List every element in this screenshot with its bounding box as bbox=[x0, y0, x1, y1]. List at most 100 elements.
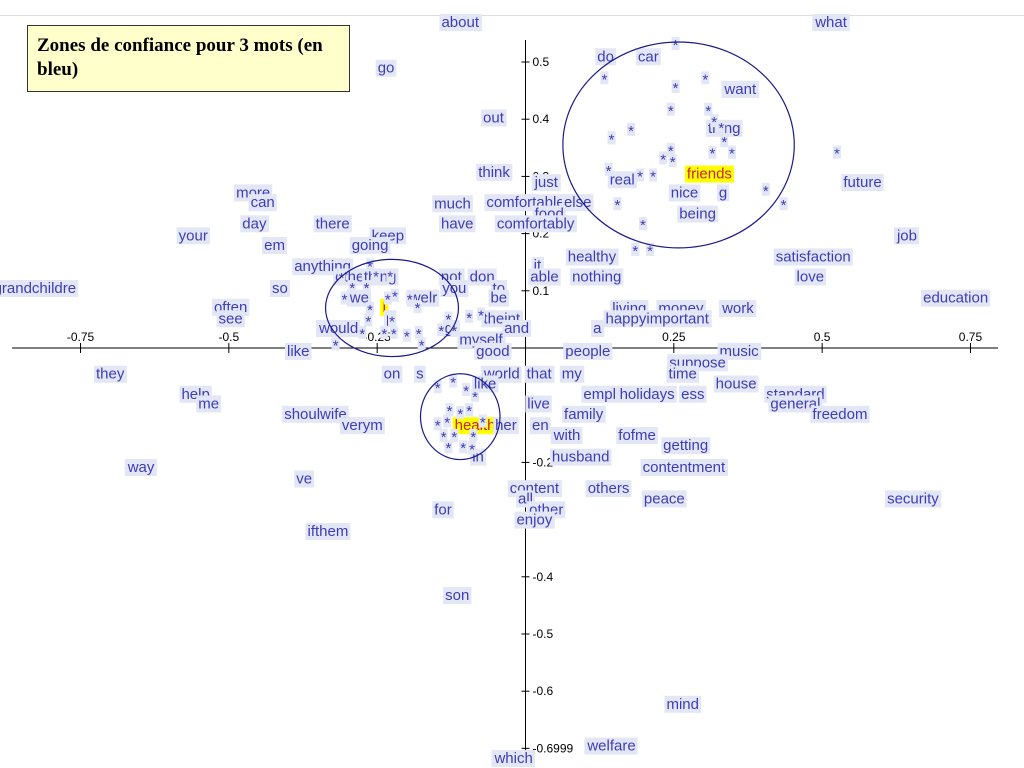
word-background bbox=[474, 342, 512, 360]
word-background bbox=[679, 385, 707, 403]
word-label: able bbox=[528, 268, 561, 286]
point-background bbox=[604, 162, 613, 176]
point-background bbox=[450, 428, 459, 442]
point-background bbox=[627, 122, 636, 136]
point-background bbox=[358, 325, 367, 339]
word-text: live bbox=[527, 395, 550, 412]
point-background bbox=[666, 142, 675, 156]
point-background bbox=[417, 337, 426, 351]
highlighted-word-text: friends bbox=[687, 166, 732, 183]
word-background bbox=[439, 215, 476, 233]
point-marker: * bbox=[469, 441, 475, 458]
word-text: don bbox=[470, 269, 495, 286]
word-background bbox=[240, 215, 269, 233]
word-label: else bbox=[561, 194, 594, 212]
word-background bbox=[491, 750, 535, 768]
word-text: they bbox=[96, 366, 125, 383]
point-background bbox=[465, 403, 474, 417]
point-marker: * bbox=[457, 406, 463, 423]
word-background bbox=[841, 174, 884, 192]
word-label: live bbox=[525, 395, 552, 413]
point-marker: * bbox=[673, 80, 679, 97]
highlight-background bbox=[380, 298, 389, 316]
word-background bbox=[529, 417, 551, 435]
point-background bbox=[607, 131, 616, 145]
word-background bbox=[313, 215, 352, 233]
word-background bbox=[432, 501, 454, 519]
word-background bbox=[562, 405, 606, 423]
word-background bbox=[666, 365, 699, 383]
word-label: shoulwife bbox=[282, 405, 349, 423]
x-tick-label: 0.75 bbox=[959, 330, 983, 344]
point-marker: * bbox=[392, 289, 398, 306]
word-label: me bbox=[196, 395, 222, 413]
word-background bbox=[549, 448, 612, 466]
word-text: go bbox=[378, 60, 395, 77]
chart-title: Zones de confiance pour 3 mots (en bleu) bbox=[37, 35, 323, 80]
word-label: go bbox=[375, 59, 397, 77]
point-marker: * bbox=[407, 292, 413, 309]
word-text: getting bbox=[663, 437, 708, 454]
word-background bbox=[316, 319, 361, 337]
point-marker: * bbox=[466, 310, 472, 327]
word-background bbox=[349, 237, 391, 255]
point-background bbox=[710, 114, 719, 128]
word-text: so bbox=[272, 280, 288, 297]
word-background bbox=[0, 279, 79, 297]
word-label: a bbox=[591, 319, 605, 337]
word-label: enjoy bbox=[514, 511, 555, 529]
word-text: education bbox=[923, 290, 988, 307]
word-text: in bbox=[472, 449, 484, 466]
point-marker: * bbox=[444, 415, 450, 432]
word-text: em bbox=[264, 237, 285, 254]
word-text: good bbox=[476, 343, 509, 360]
word-text: empl bbox=[583, 386, 616, 403]
word-label: I bbox=[380, 298, 389, 316]
word-text: that bbox=[527, 366, 553, 383]
word-text: holidays bbox=[620, 386, 675, 403]
word-background bbox=[591, 319, 605, 337]
word-text: like bbox=[287, 343, 310, 360]
point-background bbox=[433, 380, 442, 394]
word-label: welfare bbox=[584, 737, 638, 755]
point-marker: * bbox=[466, 403, 472, 420]
word-background bbox=[559, 365, 585, 383]
word-background bbox=[216, 310, 245, 328]
word-text: going bbox=[352, 237, 389, 254]
point-marker: * bbox=[445, 440, 451, 457]
point-marker: * bbox=[450, 374, 456, 391]
point-marker: * bbox=[342, 292, 348, 309]
word-label: family bbox=[562, 405, 606, 423]
word-label: think bbox=[476, 163, 513, 181]
word-background bbox=[488, 289, 510, 307]
point-background bbox=[331, 337, 340, 351]
word-label: house bbox=[713, 375, 759, 393]
word-label: time bbox=[666, 365, 699, 383]
word-label: they bbox=[94, 365, 127, 383]
word-text: with bbox=[553, 427, 581, 444]
point-marker: * bbox=[460, 440, 466, 457]
y-tick-label: -0.2 bbox=[533, 455, 554, 469]
confidence-ellipse bbox=[562, 41, 795, 249]
word-label: much bbox=[432, 195, 473, 213]
y-tick-label: 0.4 bbox=[533, 112, 550, 126]
point-background bbox=[477, 307, 486, 321]
point-background bbox=[471, 388, 480, 402]
word-label: peace bbox=[641, 490, 687, 508]
word-background bbox=[603, 310, 712, 328]
word-text: we bbox=[349, 290, 369, 307]
word-background bbox=[664, 695, 701, 713]
point-background bbox=[389, 325, 398, 339]
point-marker: * bbox=[415, 300, 421, 317]
word-background bbox=[440, 279, 469, 297]
word-text: which bbox=[493, 750, 532, 767]
word-label: comfortably bbox=[494, 215, 577, 233]
point-background bbox=[445, 403, 454, 417]
word-label: like bbox=[285, 342, 312, 360]
word-label: going bbox=[349, 237, 391, 255]
word-background bbox=[294, 470, 315, 488]
point-background bbox=[779, 197, 788, 211]
word-label: good bbox=[474, 342, 512, 360]
y-tick-label: -0.5 bbox=[533, 627, 554, 641]
